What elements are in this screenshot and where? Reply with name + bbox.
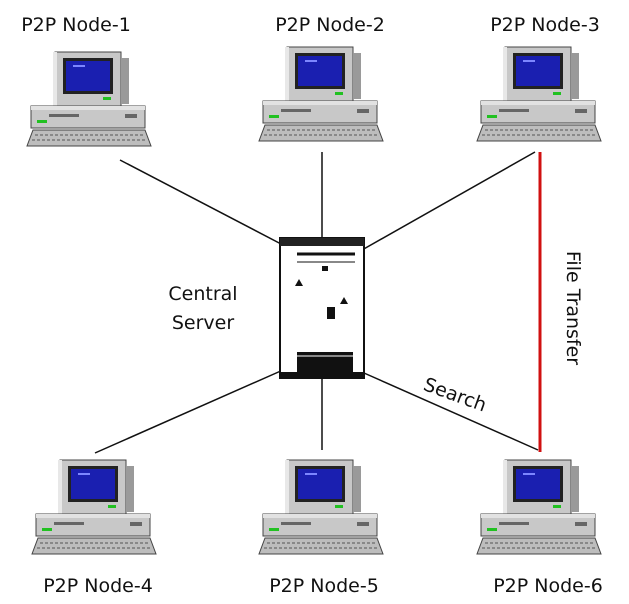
node-2-computer-icon [257,45,387,145]
node-4-label: P2P Node-4 [43,575,153,597]
server-icon [279,237,365,379]
link-node-1 [119,159,284,246]
node-5-computer-icon [257,458,387,558]
server-label-line1: Central [168,283,238,305]
node-3-computer-icon [475,45,605,145]
link-node-3 [361,151,536,251]
server-label: Central Server [148,280,258,338]
server-label-line2: Server [171,312,235,334]
node-1-label: P2P Node-1 [21,14,131,36]
node-6-label: P2P Node-6 [493,575,603,597]
node-1-computer-icon [25,50,155,150]
node-4-computer-icon [30,458,160,558]
node-3-label: P2P Node-3 [490,14,600,36]
node-2-label: P2P Node-2 [275,14,385,36]
node-5-label: P2P Node-5 [269,575,379,597]
node-6-computer-icon [475,458,605,558]
link-node-6-search [363,372,539,451]
link-node-4 [94,369,284,454]
file-transfer-label: File Transfer [562,250,584,366]
